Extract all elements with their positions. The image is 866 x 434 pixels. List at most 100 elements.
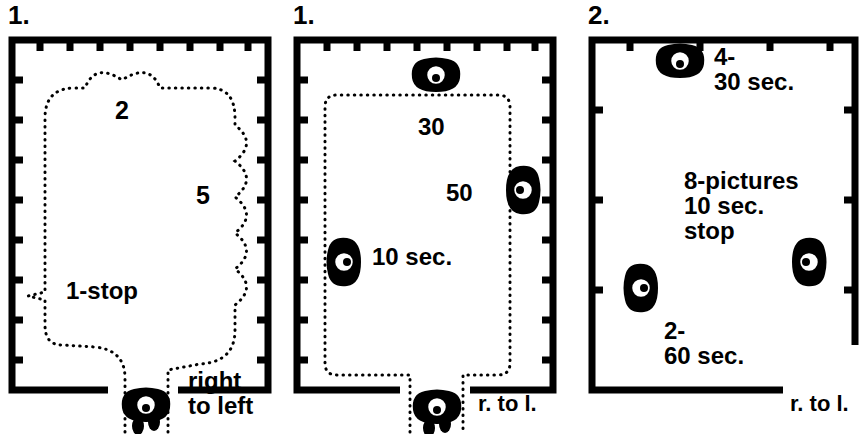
picture-mark	[217, 40, 224, 51]
label-text: right to left	[188, 368, 266, 418]
picture-mark	[257, 357, 268, 364]
visitor-hair	[676, 60, 684, 68]
picture-mark	[12, 117, 23, 124]
picture-mark	[12, 277, 23, 284]
room-wall	[12, 40, 268, 390]
picture-mark	[157, 40, 164, 51]
label-text: 10 sec.	[372, 244, 452, 269]
picture-mark	[12, 317, 23, 324]
visitor-head	[427, 397, 447, 417]
picture-mark	[257, 117, 268, 124]
picture-mark	[542, 77, 553, 84]
visitor-head	[334, 252, 354, 272]
visitor-head	[670, 51, 690, 71]
visitor-hair	[802, 258, 810, 266]
label-text: r. to l.	[790, 392, 849, 415]
picture-mark	[297, 77, 308, 84]
visitor-hair	[142, 404, 150, 412]
label-text: 2.	[588, 2, 610, 29]
picture-mark	[257, 317, 268, 324]
visitor-figure	[506, 166, 541, 215]
picture-mark	[444, 40, 451, 51]
picture-mark	[257, 77, 268, 84]
label-text: 2	[115, 97, 129, 123]
picture-mark	[12, 237, 23, 244]
picture-mark	[297, 237, 308, 244]
picture-mark	[257, 157, 268, 164]
picture-mark	[12, 357, 23, 364]
label-text: 4- 30 sec.	[714, 44, 794, 94]
picture-mark	[532, 40, 539, 51]
picture-mark	[592, 197, 603, 204]
picture-mark	[257, 237, 268, 244]
picture-mark	[504, 40, 511, 51]
visitor-head	[513, 180, 533, 200]
visitor-figure	[656, 44, 705, 79]
picture-mark	[474, 40, 481, 51]
picture-mark	[354, 40, 361, 51]
visitor-hair	[343, 258, 351, 266]
visitor-body	[792, 238, 827, 287]
picture-mark	[297, 357, 308, 364]
picture-mark	[97, 40, 104, 51]
visitor-body	[327, 238, 362, 287]
picture-mark	[12, 77, 23, 84]
picture-mark	[542, 357, 553, 364]
visitor-head	[799, 252, 819, 272]
picture-mark	[257, 277, 268, 284]
picture-mark	[257, 197, 268, 204]
label-text: 1-stop	[66, 278, 138, 303]
picture-mark	[67, 40, 74, 51]
picture-mark	[542, 277, 553, 284]
label-text: 2- 60 sec.	[664, 318, 744, 368]
visitor-body	[656, 44, 705, 79]
picture-mark	[542, 237, 553, 244]
visitor-hair	[432, 74, 440, 82]
picture-mark	[542, 117, 553, 124]
picture-mark	[592, 107, 603, 114]
visitor-body	[506, 166, 541, 215]
picture-mark	[827, 40, 834, 51]
picture-mark	[297, 197, 308, 204]
picture-mark	[627, 40, 634, 51]
label-text: 1.	[8, 2, 30, 29]
visitor-head	[631, 278, 651, 298]
picture-mark	[324, 40, 331, 51]
visitor-figure	[413, 390, 462, 434]
label-text: 8-pictures 10 sec. stop	[684, 168, 810, 244]
picture-mark	[844, 197, 855, 204]
picture-mark	[844, 287, 855, 294]
picture-mark	[767, 40, 774, 51]
picture-mark	[297, 317, 308, 324]
label-text: 1.	[293, 2, 315, 29]
room-wall	[592, 40, 855, 390]
visitor-body	[413, 390, 462, 425]
walking-path	[325, 95, 510, 432]
visitor-figure	[122, 388, 171, 434]
picture-mark	[12, 197, 23, 204]
picture-mark	[542, 197, 553, 204]
picture-mark	[245, 40, 252, 51]
visitor-head	[426, 65, 446, 85]
picture-mark	[542, 317, 553, 324]
picture-mark	[187, 40, 194, 51]
picture-mark	[414, 40, 421, 51]
visitor-figure	[792, 238, 827, 287]
visitor-body	[412, 58, 461, 93]
visitor-hair	[516, 186, 524, 194]
picture-mark	[384, 40, 391, 51]
visitor-hair	[640, 284, 648, 292]
visitor-hair	[433, 406, 441, 414]
picture-mark	[12, 157, 23, 164]
picture-mark	[592, 287, 603, 294]
visitor-figure	[327, 238, 362, 287]
room-wall	[297, 40, 553, 390]
visitor-head	[136, 395, 156, 415]
visitor-body	[624, 264, 659, 313]
picture-mark	[297, 157, 308, 164]
picture-mark	[37, 40, 44, 51]
label-text: 50	[446, 180, 473, 205]
picture-mark	[297, 277, 308, 284]
picture-mark	[127, 40, 134, 51]
